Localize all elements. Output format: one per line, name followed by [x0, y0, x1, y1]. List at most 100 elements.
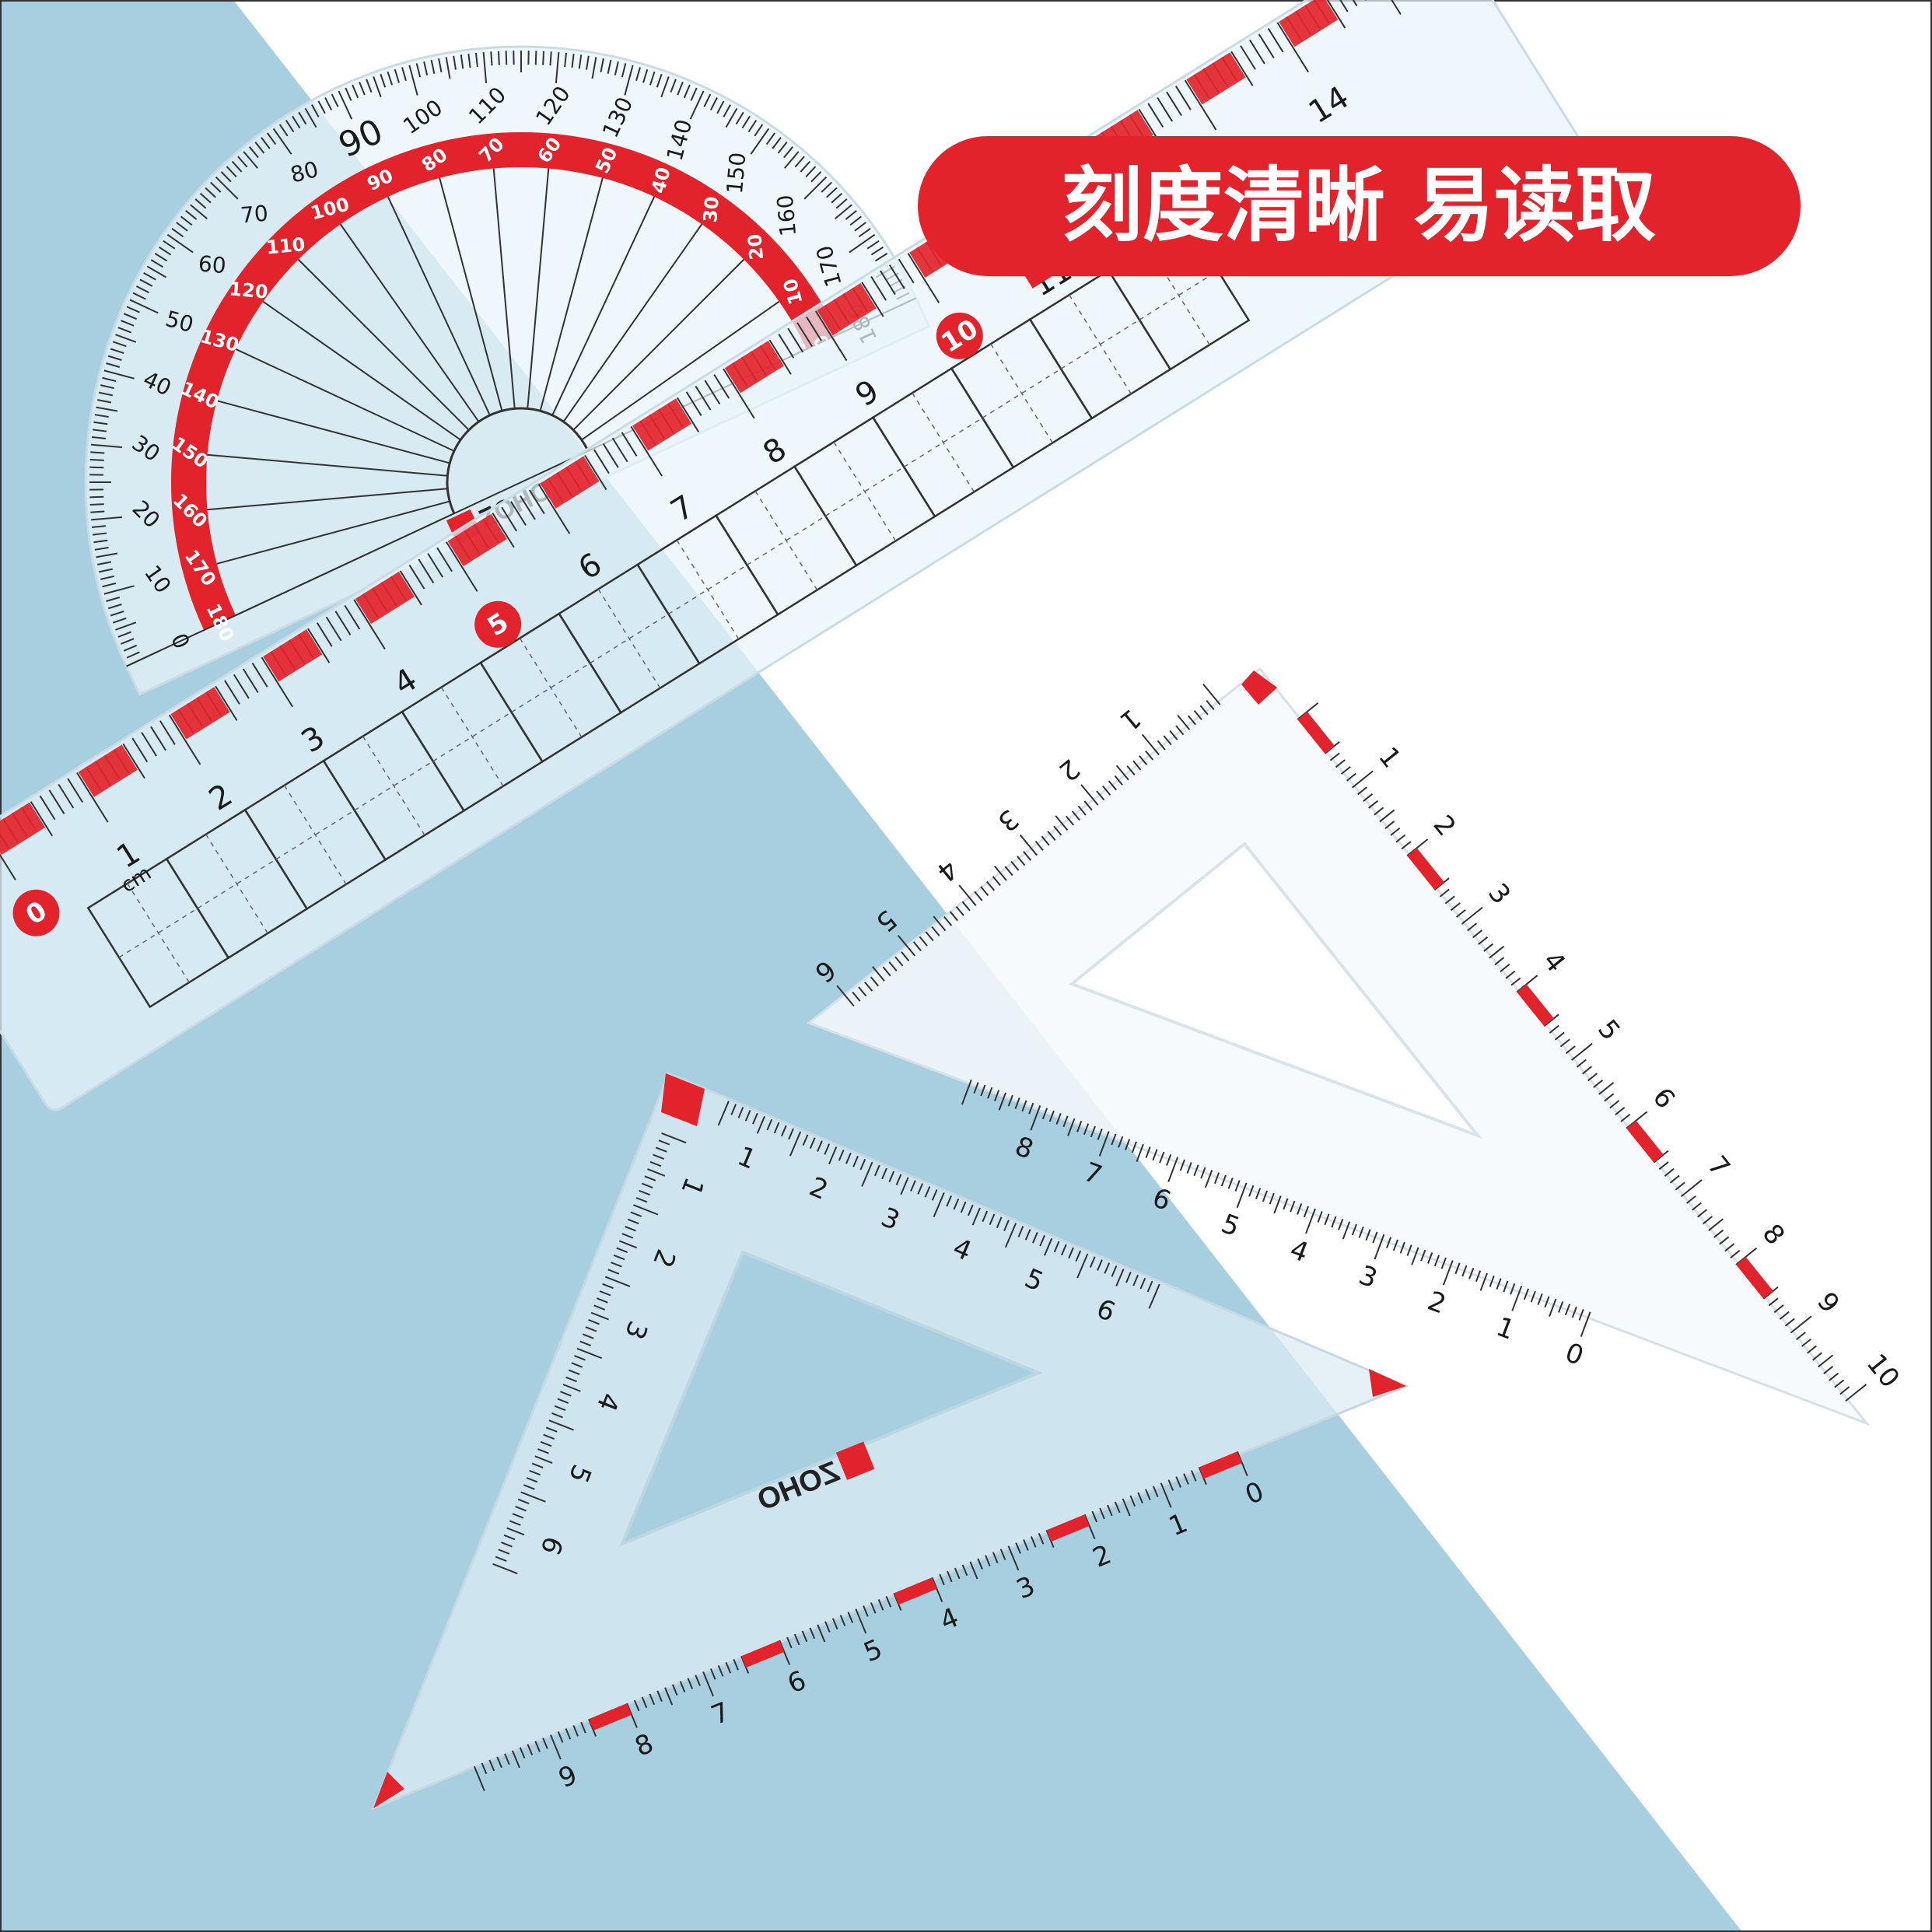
protractor-tick: [527, 51, 530, 65]
set-square-tick: [969, 1561, 978, 1580]
set-square-tick: [1179, 1159, 1185, 1171]
set-square-tick: [1053, 1241, 1060, 1253]
ruler-grid-dash: [668, 564, 747, 615]
ruler-red-block: [447, 513, 507, 566]
set-square-tick: [519, 1747, 526, 1759]
ruler-tick: [492, 513, 515, 548]
set-square-tick: [885, 1595, 892, 1608]
set-square-tick: [512, 1513, 524, 1519]
protractor-tick: [115, 621, 137, 631]
protractor-tick: [311, 104, 320, 117]
ruler-tick: [898, 258, 915, 284]
protractor-tick: [97, 399, 112, 404]
set-square-tick: [1141, 733, 1160, 756]
set-square-red-block: [1407, 848, 1444, 891]
protractor-outer-label: 70: [240, 201, 269, 229]
set-square-tick: [1111, 1265, 1118, 1277]
set-square-tick: [1115, 765, 1129, 781]
ruler-grid-dash: [824, 466, 905, 517]
set-square-tick: [549, 1734, 562, 1760]
set-square-tick: [801, 1630, 808, 1643]
set-square-tick: [649, 1693, 656, 1706]
set-square-tick: [655, 1146, 667, 1153]
set-square-tick: [1066, 815, 1075, 826]
set-square-tick: [967, 1204, 974, 1216]
protractor-tick: [635, 67, 641, 82]
ruler-tick: [1322, 0, 1346, 29]
set-square-tick: [1159, 1151, 1165, 1164]
set-square-tick: [1186, 1162, 1192, 1174]
set-square-tick: [895, 1174, 902, 1186]
set-square-tick: [1845, 1384, 1867, 1402]
protractor-tick: [298, 111, 307, 125]
protractor-ray: [492, 168, 516, 409]
set-square-tick: [661, 1132, 687, 1144]
set-square-tick: [1537, 1293, 1543, 1305]
set-square-left-body: [371, 1072, 1409, 1811]
protractor-tick: [110, 348, 124, 355]
set-square-tick: [1038, 1533, 1045, 1545]
set-square-tick: [1043, 1237, 1053, 1256]
set-square-tick: [531, 1462, 544, 1468]
set-square-tick: [817, 1624, 826, 1643]
protractor-tick: [359, 82, 366, 96]
set-square-tick: [568, 1369, 580, 1375]
protractor-tick: [783, 151, 800, 169]
set-square-tick: [1220, 1174, 1227, 1187]
set-square-tick: [809, 1137, 816, 1149]
set-square-left-ticks: [473, 1101, 1248, 1791]
set-square-tick: [1145, 1146, 1151, 1158]
protractor-tick: [91, 443, 123, 449]
ruler-red-block: [355, 571, 415, 625]
protractor-tick: [93, 429, 107, 432]
set-square-tick: [1269, 1192, 1275, 1205]
set-square-tick: [517, 1498, 530, 1505]
protractor-tick: [96, 406, 118, 412]
set-square-tick: [1475, 1270, 1482, 1283]
protractor-ray: [339, 223, 480, 422]
set-square-tick: [579, 1340, 592, 1347]
set-square-tick: [980, 1084, 986, 1097]
ruler-tick: [870, 275, 887, 301]
set-square-tick: [1365, 1229, 1371, 1241]
set-square-tick: [649, 1160, 662, 1167]
protractor-tick: [805, 166, 817, 177]
set-square-tick: [1724, 1243, 1735, 1252]
set-square-tick: [562, 1384, 581, 1392]
set-square-tick: [656, 1690, 663, 1703]
protractor-tick: [123, 313, 138, 320]
protractor-tick: [180, 215, 193, 226]
ruler-red-block: [1186, 52, 1246, 105]
ruler-grid-dash: [990, 343, 1053, 443]
set-square-tick: [954, 1567, 961, 1580]
protractor-tick: [366, 79, 373, 93]
set-square-tick: [1351, 1223, 1357, 1236]
ruler-red-block: [817, 282, 877, 336]
set-square-tick: [1440, 1257, 1447, 1269]
set-square-tick: [1206, 700, 1215, 710]
set-square-left-tip-bottom: [373, 1772, 404, 1808]
set-square-tick: [1503, 1280, 1509, 1293]
set-square-tick: [1392, 1239, 1398, 1251]
set-square-tick: [986, 880, 996, 891]
ruler-tick: [1276, 22, 1310, 73]
protractor-ray: [216, 500, 450, 565]
ruler-grid-dash: [354, 761, 434, 811]
set-square-tick: [1190, 1470, 1197, 1482]
protractor-tick: [835, 198, 848, 209]
protractor-tick: [106, 597, 121, 602]
set-square-tick: [1483, 943, 1494, 952]
protractor-tick: [129, 299, 159, 314]
set-square-tick: [756, 1115, 765, 1134]
set-square-tick: [1167, 1157, 1179, 1182]
protractor-tick: [845, 209, 857, 220]
set-square-tick: [1401, 841, 1412, 850]
set-square-tick: [1420, 1249, 1426, 1262]
protractor-tick: [490, 51, 493, 66]
set-square-tick: [1372, 1231, 1378, 1244]
protractor-tick: [586, 55, 590, 70]
set-square-tick: [1790, 1315, 1812, 1334]
ruler-label-badge: [12, 889, 60, 936]
set-square-tick: [1580, 1311, 1591, 1337]
set-square-tick: [1806, 1345, 1817, 1354]
